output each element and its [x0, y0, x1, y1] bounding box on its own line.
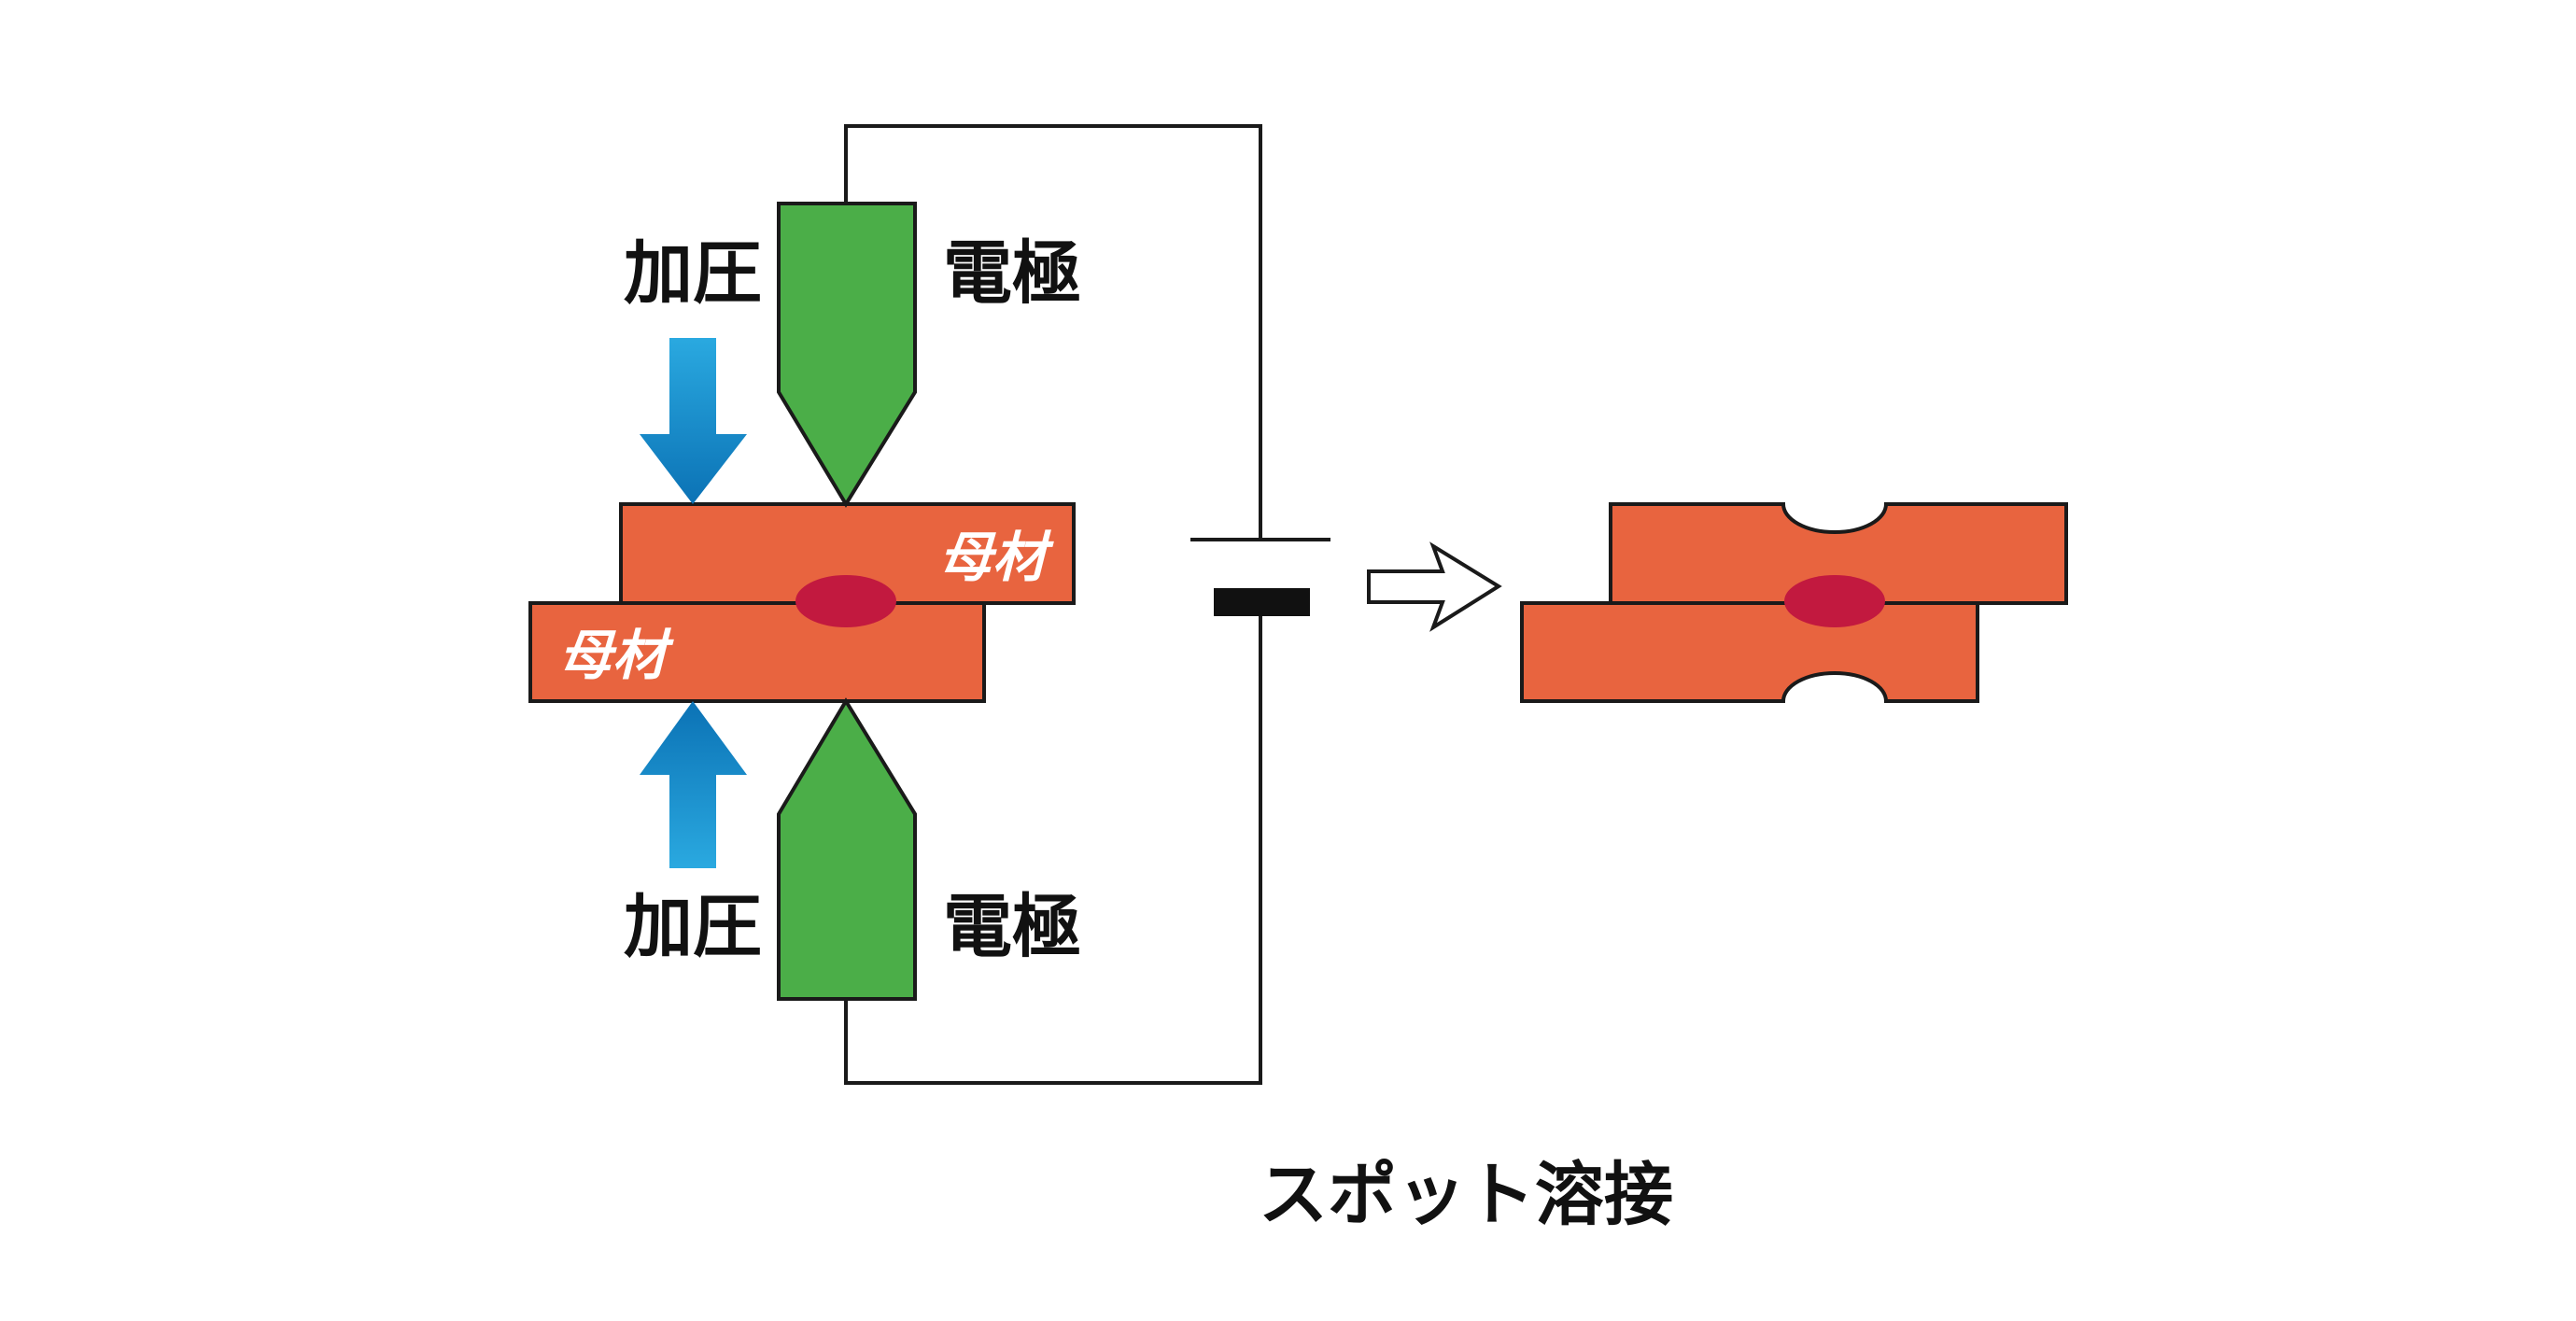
electrode-label-bottom: 電極: [943, 887, 1081, 967]
welded-metal-upper: [1609, 502, 2068, 605]
arrow-up-icon: [640, 701, 747, 868]
battery-icon: [1190, 538, 1330, 616]
base-metal-lower: [528, 601, 986, 703]
battery-negative-plate: [1214, 588, 1310, 616]
base-metal-label-upper: 母材: [938, 526, 1054, 589]
welded-nugget: [1784, 575, 1885, 627]
electrode-top: [777, 202, 917, 508]
circuit-wire-top: [844, 124, 1262, 540]
arrow-down-icon: [640, 338, 747, 504]
welded-metal-lower: [1520, 601, 1979, 703]
pressure-label-top: 加圧: [624, 233, 762, 314]
electrode-label-top: 電極: [943, 233, 1081, 314]
pressure-label-bottom: 加圧: [624, 887, 762, 967]
weld-nugget: [795, 575, 896, 627]
arrow-right-outline-icon: [1367, 541, 1502, 632]
circuit-wire-bottom: [844, 616, 1262, 1085]
caption: スポット溶接: [1259, 1155, 1673, 1235]
electrode-bottom: [777, 697, 917, 1001]
base-metal-label-lower: 母材: [558, 624, 674, 687]
